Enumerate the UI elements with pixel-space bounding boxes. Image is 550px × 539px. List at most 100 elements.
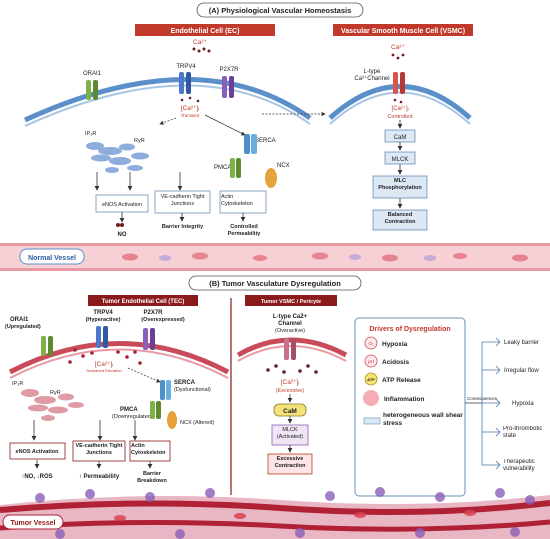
actin-label-wrap-a: Actin Cytoskeleton bbox=[221, 194, 253, 207]
cam-label-b: CaM bbox=[283, 408, 297, 415]
vsmc-ca-int-ions-a bbox=[393, 98, 403, 104]
orai1-channel-icon bbox=[86, 80, 98, 100]
mlc-label-wrap-a: MLC Phosphorylation bbox=[378, 178, 422, 191]
ltype-label2-b: Channel bbox=[278, 321, 302, 327]
tec-header: Tumor Endothelial Cell (TEC) bbox=[102, 299, 185, 305]
p2x7r-label-b: P2X7R bbox=[143, 310, 163, 316]
pmca-label-a: PMCA bbox=[214, 165, 231, 171]
ca-int-note-a: Transient bbox=[181, 113, 200, 118]
tumor-vessel-cells bbox=[35, 487, 535, 539]
pmca-pump-icon bbox=[230, 158, 241, 178]
acidosis-icon-text: pH bbox=[368, 359, 374, 364]
normal-vessel-cells bbox=[159, 254, 436, 261]
vsmc-header: Vascular Smooth Muscle Cell (VSMC) bbox=[341, 28, 465, 35]
ncx-label-a: NCX bbox=[277, 163, 290, 169]
ltype-label-a: L-type bbox=[364, 69, 381, 75]
consequence-irregular-flow: Irregular flow bbox=[504, 368, 539, 374]
p2x7r-channel-icon-b bbox=[143, 328, 155, 350]
p2x7r-channel-icon bbox=[222, 76, 234, 98]
tumor-vsmc-ca-int-label: [Ca²⁺]ᵢ bbox=[281, 379, 300, 386]
tumor-vessel-label-box bbox=[2, 514, 64, 530]
vecad-label-a: VE-cadherin Tight Junctions bbox=[160, 194, 205, 207]
actin-label-b: Actin Cytoskeleton bbox=[131, 443, 166, 456]
er-organelle-b bbox=[21, 389, 84, 421]
ltype-note-b: (Overactive) bbox=[275, 328, 305, 334]
tumor-vessel-wall-lower bbox=[0, 519, 550, 532]
tumor-vessel-label: Tumor Vessel bbox=[10, 520, 55, 527]
ca-int-label-b: [Ca²⁺]ᵢ bbox=[95, 361, 114, 368]
contraction-label-wrap-a: Balanced Contraction bbox=[384, 212, 416, 225]
tumor-vessel-tissue bbox=[0, 495, 550, 539]
orai1-channel-icon-b bbox=[41, 336, 53, 356]
permeability-label-a: Controlled Permeability bbox=[227, 224, 261, 237]
vsmc-header-box bbox=[333, 24, 473, 36]
ca-int-note-b: Sustained Elevation bbox=[86, 368, 121, 373]
vecad-label-b: VE-cadherin Tight Junctions bbox=[75, 443, 123, 456]
tumor-vessel-wall bbox=[0, 500, 550, 515]
ncx-label-b: NCX (Altered) bbox=[180, 420, 214, 426]
ca-ext-label-a: Ca²⁺ bbox=[193, 39, 207, 46]
permeability-label-wrap-a: Controlled Permeability bbox=[227, 224, 261, 237]
tumor-vsmc-header: Tumor VSMC / Pericyte bbox=[261, 299, 321, 305]
tumor-vsmc-ca-note: (Excessive) bbox=[276, 388, 305, 394]
atp-icon-text: ATP bbox=[367, 377, 375, 382]
arrow-ca-to-er-a bbox=[159, 117, 177, 125]
ncx-exchanger-icon-b bbox=[167, 411, 177, 429]
acidosis-icon bbox=[364, 354, 378, 368]
pmca-label-b: PMCA bbox=[120, 407, 138, 413]
enos-box-b bbox=[9, 442, 66, 460]
hypoxia-icon bbox=[364, 336, 378, 350]
enos-label-b: eNOS Activation bbox=[16, 449, 60, 455]
consequences-tree bbox=[481, 337, 501, 470]
normal-vessel-label: Normal Vessel bbox=[28, 255, 76, 262]
driver-hypoxia: Hypoxia bbox=[382, 341, 408, 348]
arrow-ca-to-serca-b bbox=[127, 367, 161, 383]
mlck-label-a: MLCK bbox=[392, 157, 409, 163]
mlc-label-a: MLC Phosphorylation bbox=[378, 178, 422, 191]
vsmc-ca-note-a: Controlled bbox=[387, 114, 412, 120]
shear-stress-icon bbox=[363, 417, 381, 425]
panel-b-title-box bbox=[188, 275, 362, 291]
consequence-vulnerability-wrap: Therapeutic vulnerability bbox=[503, 459, 535, 472]
panel-a-title-box bbox=[196, 2, 364, 18]
driver-atp: ATP Release bbox=[382, 377, 421, 384]
enos-label-a: eNOS Activation bbox=[102, 202, 142, 208]
driver-shear: heterogeneous wall shear stress bbox=[383, 412, 463, 427]
normal-vessel-rbcs bbox=[122, 252, 528, 262]
serca-label-a: SERCA bbox=[255, 138, 276, 144]
serca-pump-icon bbox=[244, 134, 257, 154]
consequence-hypoxia: Hypoxia bbox=[512, 401, 534, 407]
hypoxia-icon-text: O₂ bbox=[368, 341, 374, 346]
ca-ions-int-b bbox=[68, 348, 142, 365]
mlck-label-b: MLCK (Activated) bbox=[276, 427, 304, 440]
ip3r-label-b: IP₃R bbox=[12, 381, 23, 387]
consequence-thrombotic-wrap: Pro-thrombotic state bbox=[503, 426, 543, 439]
ca-ions-ext-a bbox=[192, 47, 211, 53]
contraction-label-a: Balanced Contraction bbox=[384, 212, 416, 225]
tec-membrane bbox=[8, 341, 230, 375]
normal-vessel-label-box bbox=[19, 248, 85, 265]
vsmc-ca-label-a: Ca²⁺ bbox=[391, 44, 405, 51]
ryr-label-a: RyR bbox=[134, 138, 145, 144]
consequence-vulnerability: Therapeutic vulnerability bbox=[503, 459, 535, 472]
contraction-label-b: Excessive Contraction bbox=[274, 456, 306, 469]
no-molecule-icon bbox=[116, 223, 124, 227]
normal-vessel-wall-top bbox=[0, 243, 550, 246]
ltype-label-b: L-type Ca2+ bbox=[273, 314, 308, 320]
p2x7r-label-a: P2X7R bbox=[219, 67, 239, 73]
barrier-label-wrap-a: Barrier Integrity bbox=[162, 224, 203, 230]
no-label-b: ↑NO, ↓ROS bbox=[21, 474, 52, 480]
pmca-note-b: (Downregulated) bbox=[112, 414, 153, 420]
mlck-label-wrap-b: MLCK (Activated) bbox=[276, 427, 304, 440]
breakdown-label-wrap-b: Barrier Breakdown bbox=[137, 471, 167, 484]
driver-inflammation: Inflammation bbox=[384, 396, 424, 403]
trpv4-note-b: (Hyperactive) bbox=[86, 317, 121, 323]
ip3r-label-a: IP₃R bbox=[85, 131, 96, 137]
cam-label-a: CaM bbox=[394, 135, 407, 141]
contraction-box-a bbox=[372, 209, 428, 231]
consequence-thrombotic: Pro-thrombotic state bbox=[503, 426, 543, 439]
ltype-channel-icon-a bbox=[393, 72, 405, 94]
orai1-label-a: ORAI1 bbox=[83, 71, 102, 77]
panel-b-title: (B) Tumor Vasculature Dysregulation bbox=[209, 279, 341, 288]
